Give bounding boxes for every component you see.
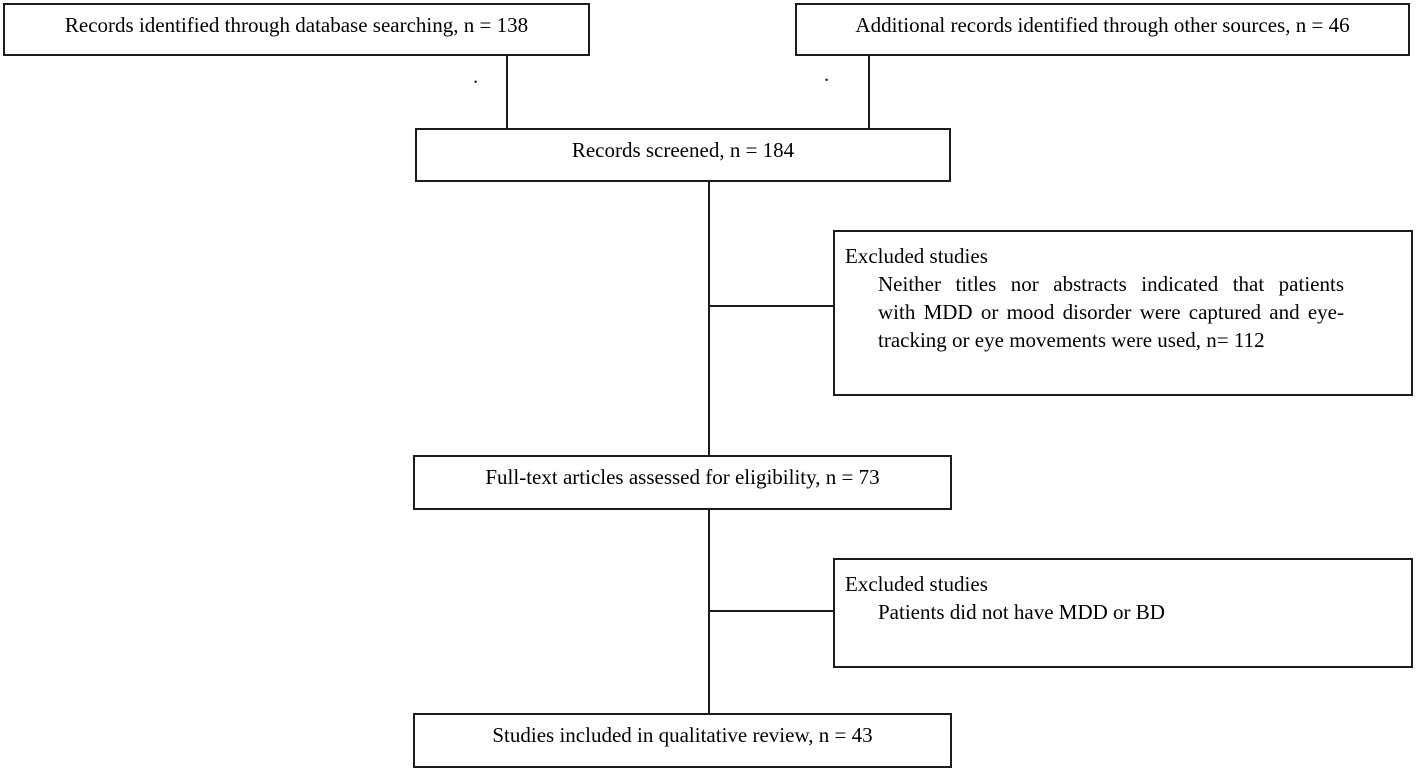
stray-period-mark-left: . bbox=[473, 64, 479, 88]
box-excluded-fulltext: Excluded studies Patients did not have M… bbox=[833, 558, 1413, 668]
box-studies-included: Studies included in qualitative review, … bbox=[413, 713, 952, 768]
box-additional-records-other-sources: Additional records identified through ot… bbox=[795, 3, 1410, 56]
box-excluded-fulltext-title: Excluded studies bbox=[845, 572, 988, 596]
box-excluded-screening: Excluded studies Neither titles nor abst… bbox=[833, 230, 1413, 396]
box-fulltext-assessed-text: Full-text articles assessed for eligibil… bbox=[485, 465, 880, 489]
connector-branch-to-excluded-screening bbox=[708, 305, 834, 307]
box-studies-included-text: Studies included in qualitative review, … bbox=[492, 723, 873, 747]
box-additional-records-other-sources-text: Additional records identified through ot… bbox=[855, 13, 1350, 37]
box-excluded-screening-line-1: Neither titles nor abstracts indicated t… bbox=[878, 272, 1344, 296]
box-records-identified-database: Records identified through database sear… bbox=[3, 3, 590, 56]
stray-period-mark-right: . bbox=[824, 62, 830, 86]
box-excluded-screening-title: Excluded studies bbox=[845, 244, 988, 268]
box-excluded-fulltext-line-1: Patients did not have MDD or BD bbox=[878, 600, 1165, 624]
connector-other-sources-to-screened bbox=[868, 55, 870, 128]
box-fulltext-assessed: Full-text articles assessed for eligibil… bbox=[413, 455, 952, 510]
box-excluded-screening-line-3: tracking or eye movements were used, n= … bbox=[878, 328, 1265, 352]
box-excluded-screening-line-2: with MDD or mood disorder were captured … bbox=[878, 300, 1344, 324]
connector-database-to-screened bbox=[506, 55, 508, 128]
connector-branch-to-excluded-fulltext bbox=[708, 610, 834, 612]
box-records-screened: Records screened, n = 184 bbox=[415, 128, 951, 182]
box-records-screened-text: Records screened, n = 184 bbox=[571, 138, 795, 162]
box-records-identified-database-text: Records identified through database sear… bbox=[64, 13, 529, 37]
connector-screened-to-fulltext bbox=[708, 182, 710, 455]
